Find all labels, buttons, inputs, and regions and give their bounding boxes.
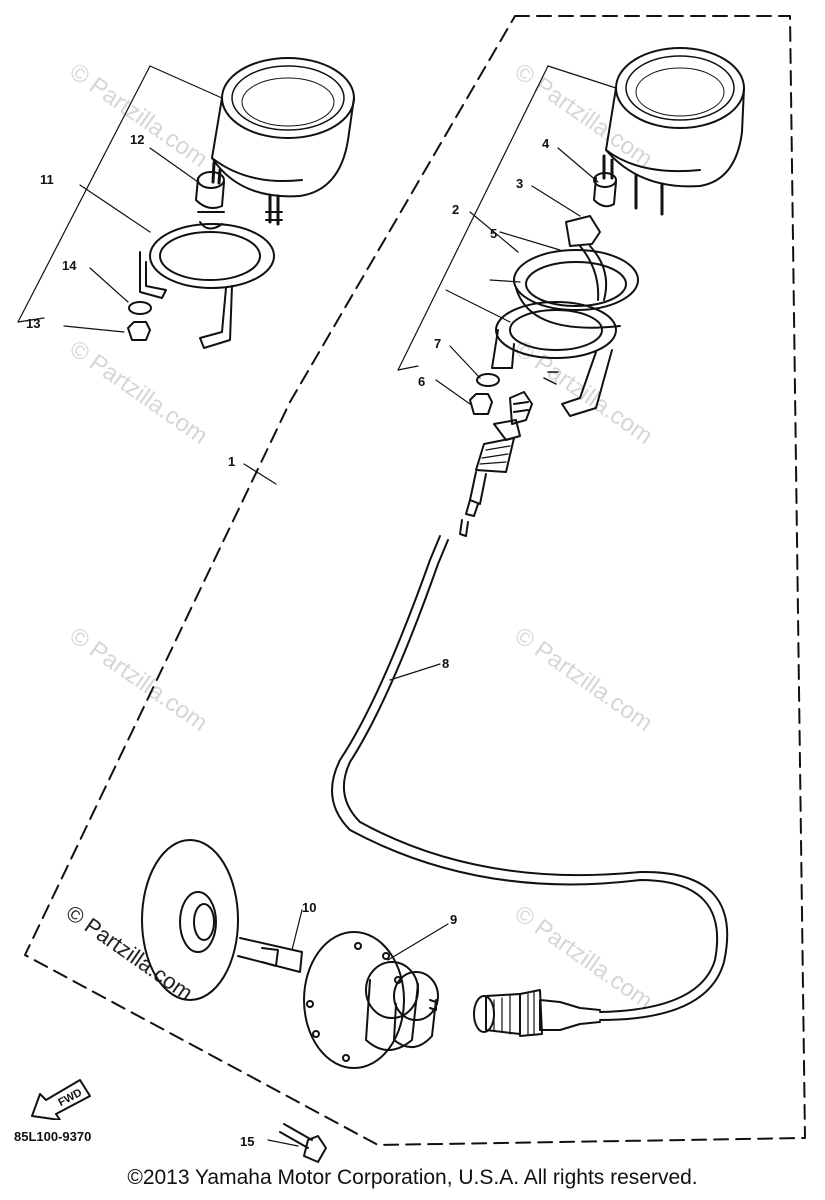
callout-14: 14 [62,258,77,273]
callout-2: 2 [452,202,460,217]
bracket-right [491,301,617,417]
callout-1: 1 [228,454,236,469]
copyright-notice: ©2013 Yamaha Motor Corporation, U.S.A. A… [127,1166,698,1189]
callout-12: 12 [130,132,145,147]
callout-13: 13 [26,316,41,331]
callout-9: 9 [450,912,458,927]
callout-5: 5 [490,226,498,241]
fwd-arrow-icon: FWD [31,1079,91,1120]
callout-3: 3 [516,176,524,191]
speedometer-cable [331,535,729,1037]
bolt-15 [279,1123,327,1163]
leader-lines [17,65,617,1147]
callout-15: 15 [240,1134,255,1149]
drive-shaft [237,937,303,973]
disc [141,839,239,1001]
assembly-outline [24,15,806,1146]
washer-nut-right [469,371,559,415]
callout-11: 11 [40,172,54,187]
bracket-left [139,223,275,349]
speedometer-left [211,57,355,226]
lamp-right [593,172,617,208]
housing-flange [303,931,439,1069]
speedometer-right [602,47,745,216]
cable-end-upper [459,391,533,537]
socket-right [565,215,608,301]
callout-6: 6 [418,374,426,389]
callout-4: 4 [542,136,550,151]
callout-8: 8 [442,656,450,671]
part-number: 85L100-9370 [14,1129,92,1144]
callout-7: 7 [434,336,442,351]
housing-right [513,249,639,329]
callout-10: 10 [302,900,317,915]
washer-nut-left [127,301,152,341]
